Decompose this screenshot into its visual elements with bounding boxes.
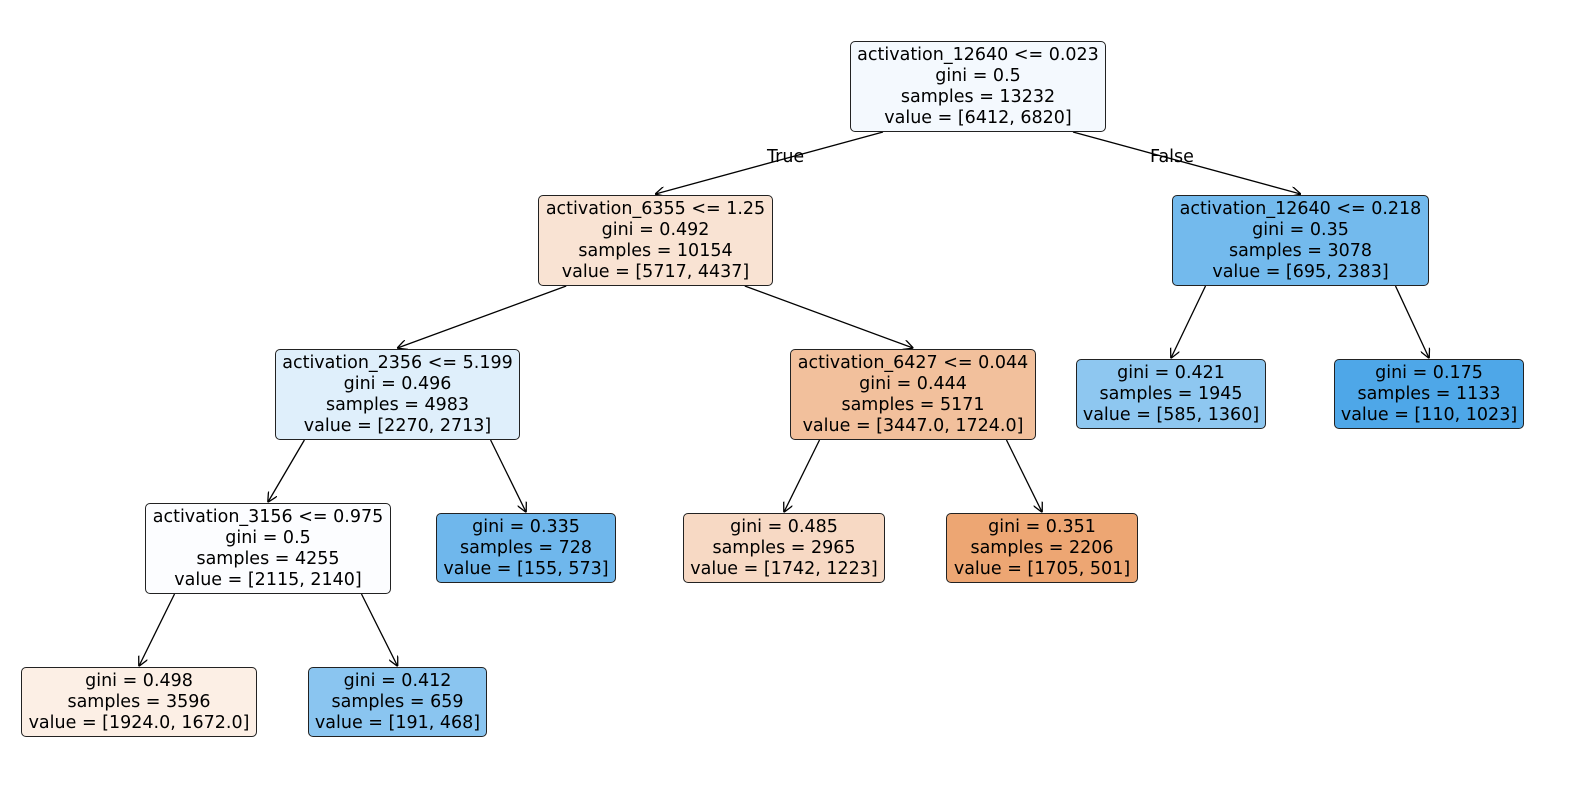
false-edge-label: False <box>1150 147 1194 167</box>
node-samples: samples = 1133 <box>1357 383 1501 404</box>
node-value: value = [6412, 6820] <box>884 107 1072 128</box>
node-gini: gini = 0.175 <box>1375 362 1483 383</box>
node-condition: activation_2356 <= 5.199 <box>282 352 513 373</box>
tree-edge <box>1072 131 1301 194</box>
tree-edge <box>1005 439 1042 512</box>
node-condition: activation_12640 <= 0.023 <box>857 44 1099 65</box>
node-gini: gini = 0.498 <box>85 670 193 691</box>
node-value: value = [155, 573] <box>443 558 609 579</box>
node-value: value = [110, 1023] <box>1340 404 1518 425</box>
node-value: value = [5717, 4437] <box>561 261 750 282</box>
node-condition: activation_6355 <= 1.25 <box>545 198 766 219</box>
node-value: value = [1924.0, 1672.0] <box>28 712 250 733</box>
node-samples: samples = 13232 <box>900 86 1056 107</box>
tree-edge <box>784 439 821 512</box>
tree-edge <box>656 131 884 194</box>
node-gini: gini = 0.335 <box>472 516 580 537</box>
node-value: value = [3447.0, 1724.0] <box>802 415 1024 436</box>
node-samples: samples = 5171 <box>841 394 985 415</box>
node-gini: gini = 0.492 <box>601 219 710 240</box>
tree-edge <box>1394 285 1430 358</box>
node-gini: gini = 0.485 <box>730 516 838 537</box>
node-gini: gini = 0.496 <box>343 373 452 394</box>
tree-edge <box>1171 285 1207 358</box>
tree-edge <box>360 593 397 666</box>
node-gini: gini = 0.5 <box>935 65 1021 86</box>
tree-edge <box>139 593 176 666</box>
node-value: value = [191, 468] <box>314 712 481 733</box>
node-gini: gini = 0.412 <box>343 670 452 691</box>
node-samples: samples = 4983 <box>325 394 470 415</box>
node-condition: activation_6427 <= 0.044 <box>797 352 1029 373</box>
node-samples: samples = 659 <box>331 691 464 712</box>
node-value: value = [1742, 1223] <box>690 558 878 579</box>
node-samples: samples = 10154 <box>578 240 733 261</box>
node-samples: samples = 2206 <box>970 537 1114 558</box>
node-gini: gini = 0.5 <box>225 527 311 548</box>
node-value: value = [2115, 2140] <box>174 569 362 590</box>
node-condition: activation_3156 <= 0.975 <box>152 506 384 527</box>
node-samples: samples = 3596 <box>67 691 211 712</box>
node-gini: gini = 0.421 <box>1117 362 1225 383</box>
node-value: value = [2270, 2713] <box>303 415 492 436</box>
node-value: value = [585, 1360] <box>1082 404 1260 425</box>
tree-edge <box>490 439 526 512</box>
node-samples: samples = 1945 <box>1099 383 1243 404</box>
node-gini: gini = 0.351 <box>988 516 1096 537</box>
tree-edges <box>139 131 1430 666</box>
node-gini: gini = 0.35 <box>1252 219 1349 240</box>
tree-edge <box>398 285 567 348</box>
node-value: value = [1705, 501] <box>953 558 1131 579</box>
node-samples: samples = 2965 <box>712 537 856 558</box>
tree-edge <box>744 285 913 348</box>
node-samples: samples = 4255 <box>196 548 340 569</box>
node-condition: activation_12640 <= 0.218 <box>1179 198 1422 219</box>
node-samples: samples = 3078 <box>1228 240 1373 261</box>
node-samples: samples = 728 <box>460 537 592 558</box>
node-gini: gini = 0.444 <box>859 373 967 394</box>
true-edge-label: True <box>767 147 805 167</box>
tree-edge <box>268 439 305 502</box>
node-value: value = [695, 2383] <box>1212 261 1389 282</box>
